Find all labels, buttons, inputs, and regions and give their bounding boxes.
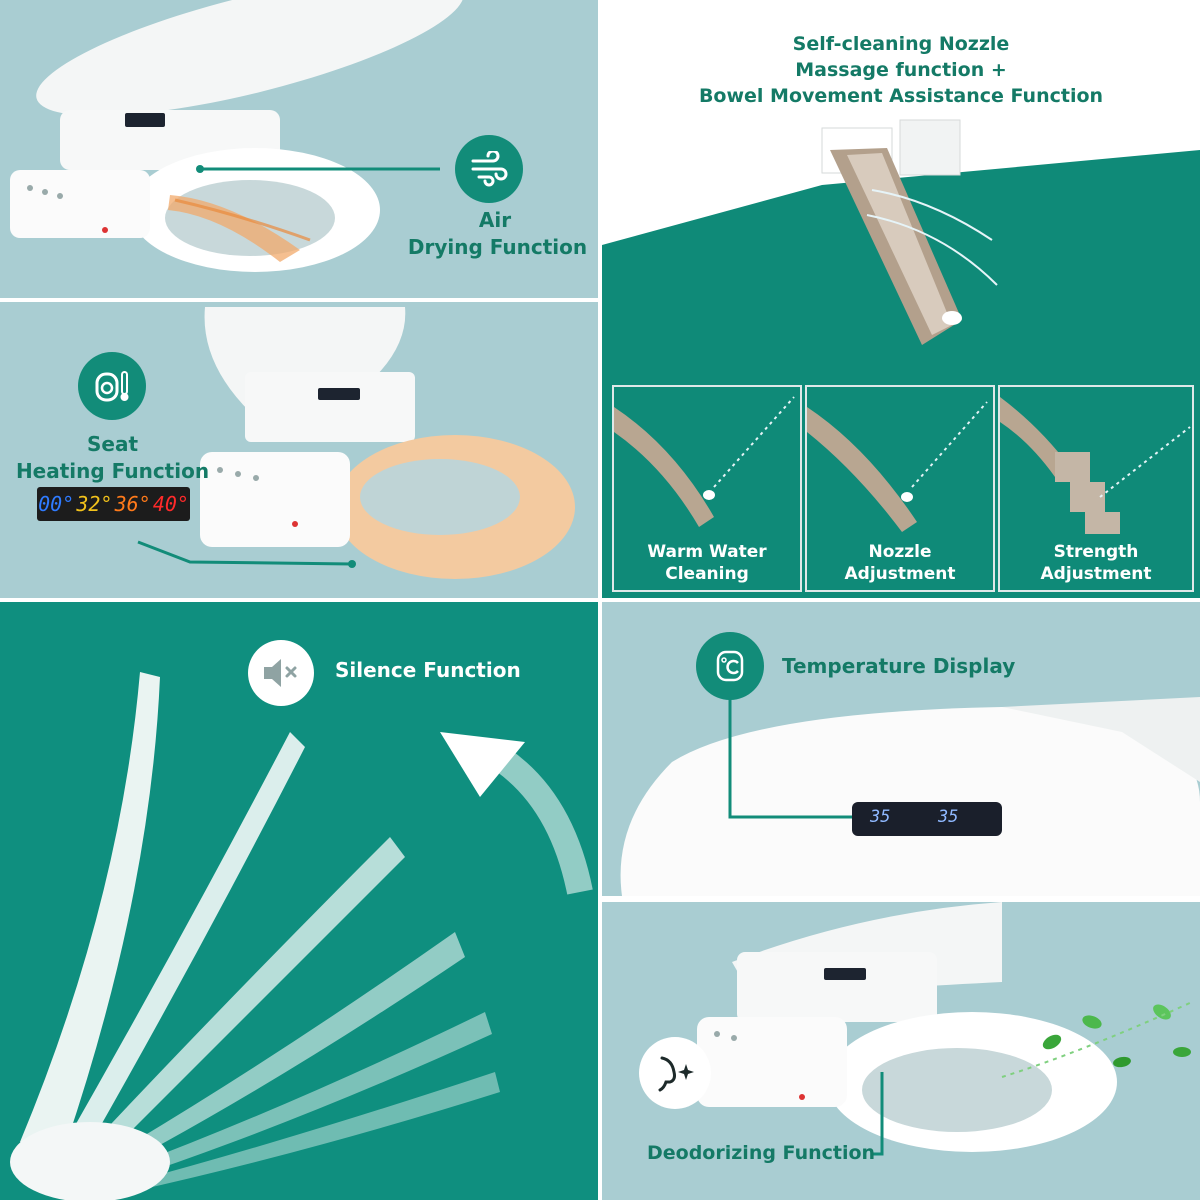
nozzle-adjustment-line2: Adjustment bbox=[844, 564, 956, 584]
warm-water-cleaning-card: Warm Water Cleaning bbox=[612, 385, 802, 592]
temperature-display-label: Temperature Display bbox=[782, 654, 1016, 678]
nozzle-spray-image bbox=[614, 396, 795, 527]
lid-motion-illustration bbox=[10, 672, 593, 1200]
nozzle-title-line1: Self-cleaning Nozzle bbox=[792, 33, 1010, 55]
seat-heating-label-line1: Seat bbox=[86, 432, 139, 456]
display-readout-right: 35 bbox=[938, 807, 959, 827]
seat-heating-label-line2: Heating Function bbox=[15, 459, 210, 483]
temperature-display-panel: Temperature Display 35 35 bbox=[602, 602, 1200, 896]
seat-lid-display-illustration bbox=[620, 672, 1200, 896]
celsius-icon bbox=[696, 632, 764, 700]
speaker-mute-icon bbox=[248, 640, 314, 706]
air-drying-label-line1: Air bbox=[478, 208, 512, 232]
silence-panel: Silence Function bbox=[0, 602, 598, 1200]
deodorizing-illustration bbox=[697, 902, 1193, 1156]
nozzle-strength-image bbox=[1000, 397, 1191, 534]
nozzle-adjust-image bbox=[807, 401, 988, 532]
temperature-levels-display: 00° 32° 36° 40° bbox=[37, 487, 190, 521]
deodorizing-panel: Deodorizing Function bbox=[602, 902, 1200, 1200]
warm-water-cleaning-line1: Warm Water bbox=[647, 542, 767, 562]
nozzle-title-line2: Massage function + bbox=[795, 59, 1007, 81]
strength-adjustment-line1: Strength bbox=[1053, 542, 1139, 562]
seat-thermometer-icon bbox=[78, 352, 146, 420]
air-drying-label-line2: Drying Function bbox=[407, 235, 588, 259]
nose-sparkle-icon bbox=[639, 1037, 711, 1109]
temp-level-1: 32° bbox=[76, 492, 113, 516]
warm-water-cleaning-line2: Cleaning bbox=[665, 564, 749, 584]
temp-level-3: 40° bbox=[152, 492, 189, 516]
display-readout-left: 35 bbox=[870, 807, 891, 827]
deodorizing-label: Deodorizing Function bbox=[647, 1142, 876, 1164]
wind-icon bbox=[455, 135, 523, 203]
nozzle-adjustment-card: Nozzle Adjustment bbox=[805, 385, 995, 592]
heated-seat-illustration bbox=[137, 307, 575, 579]
nozzle-title-line3: Bowel Movement Assistance Function bbox=[698, 85, 1104, 107]
seat-heating-panel: Seat Heating Function 00° 32° 36° 40° bbox=[0, 302, 598, 598]
temp-level-0: 00° bbox=[38, 492, 75, 516]
nozzle-panel: Self-cleaning Nozzle Massage function + … bbox=[602, 0, 1200, 598]
nozzle-adjustment-line1: Nozzle bbox=[868, 542, 932, 562]
temp-level-2: 36° bbox=[114, 492, 151, 516]
air-drying-panel: Air Drying Function bbox=[0, 0, 598, 298]
silence-label: Silence Function bbox=[335, 658, 521, 682]
toilet-seat-illustration bbox=[10, 0, 464, 272]
strength-adjustment-card: Strength Adjustment bbox=[998, 385, 1194, 592]
strength-adjustment-line2: Adjustment bbox=[1040, 564, 1152, 584]
